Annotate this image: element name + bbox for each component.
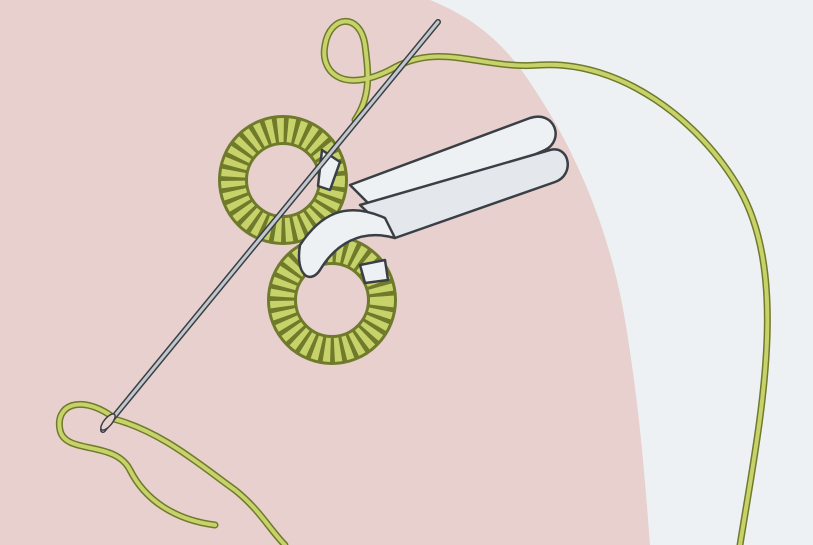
illustration-canvas [0, 0, 813, 545]
